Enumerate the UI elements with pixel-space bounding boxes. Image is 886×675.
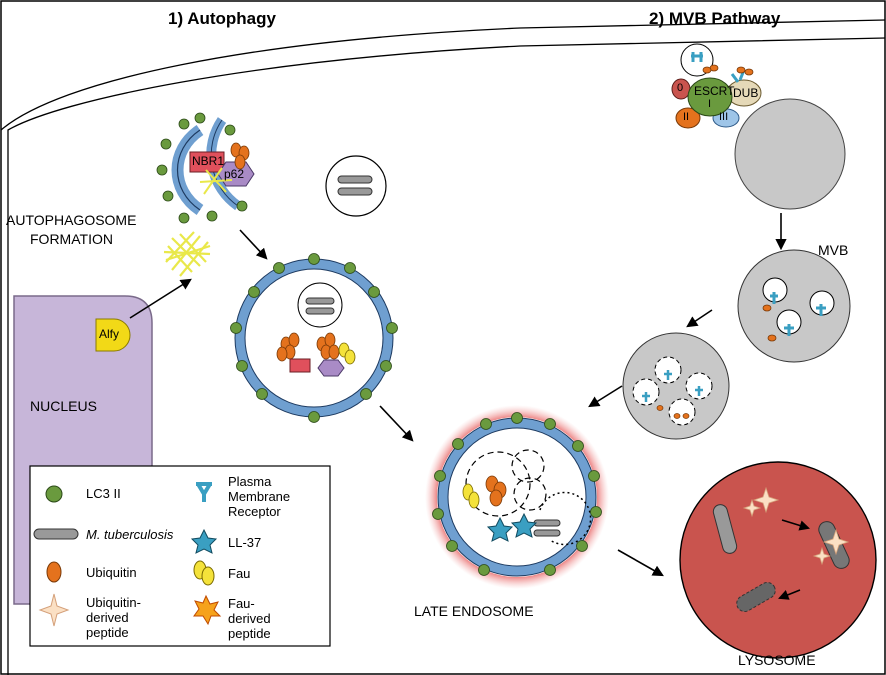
label-nbr1: NBR1 bbox=[192, 154, 225, 168]
legend-ubiquitin-label: Ubiquitin bbox=[86, 565, 137, 580]
pathway-arrows bbox=[129, 213, 787, 577]
label-escrt-iii: III bbox=[719, 111, 729, 123]
legend-ubiquitin-swatch bbox=[46, 561, 62, 583]
legend-receptor-swatch bbox=[196, 482, 212, 502]
lc3-dots-phagophore bbox=[156, 112, 248, 224]
lc3-dots-autophagosome bbox=[230, 253, 398, 423]
cell-membrane-inner bbox=[7, 37, 886, 675]
legend-mtb-swatch bbox=[33, 528, 79, 540]
label-escrt-ii: II bbox=[683, 111, 690, 123]
legend-lc3-swatch bbox=[45, 485, 63, 503]
label-escrt-i: I bbox=[708, 98, 712, 110]
cell-membrane-outer bbox=[0, 19, 886, 131]
label-late-endosome: LATE ENDOSOME bbox=[414, 603, 534, 619]
legend-fau-label: Fau bbox=[228, 566, 251, 581]
legend-lc3-label: LC3 II bbox=[86, 486, 121, 501]
legend-fau-peptide-swatch bbox=[193, 594, 222, 626]
label-lysosome: LYSOSOME bbox=[738, 652, 816, 668]
phagophore bbox=[156, 112, 255, 224]
escrt-complex bbox=[671, 43, 762, 129]
late-endosome bbox=[425, 405, 609, 589]
label-autophagosome-1: AUTOPHAGOSOME bbox=[6, 212, 137, 228]
legend-ub-peptide-swatch bbox=[38, 593, 70, 627]
legend-box bbox=[29, 465, 331, 647]
alfy-protein bbox=[95, 318, 131, 352]
protein-aggregate bbox=[163, 231, 211, 277]
mvb-late bbox=[622, 332, 730, 440]
label-autophagosome-2: FORMATION bbox=[30, 231, 113, 247]
autophagosome bbox=[230, 253, 398, 423]
label-mvb: MVB bbox=[818, 242, 849, 258]
label-escrt-0: 0 bbox=[677, 82, 684, 94]
title-autophagy: 1) Autophagy bbox=[168, 9, 276, 28]
label-nucleus: NUCLEUS bbox=[30, 398, 97, 414]
label-p62: p62 bbox=[224, 167, 245, 181]
title-mvb-pathway: 2) MVB Pathway bbox=[649, 9, 781, 28]
early-endosome bbox=[734, 98, 846, 210]
legend-ll37-swatch bbox=[190, 528, 218, 554]
label-alfy: Alfy bbox=[99, 327, 120, 341]
free-vesicle bbox=[325, 155, 387, 217]
legend-fau-swatch bbox=[193, 560, 215, 586]
legend-ll37-label: LL-37 bbox=[228, 535, 262, 550]
label-escrt: ESCRT bbox=[694, 84, 735, 98]
mvb-compartment bbox=[737, 249, 851, 363]
legend-mtb-label: M. tuberculosis bbox=[86, 527, 174, 542]
lysosome bbox=[679, 461, 877, 659]
label-dub: DUB bbox=[733, 86, 759, 100]
